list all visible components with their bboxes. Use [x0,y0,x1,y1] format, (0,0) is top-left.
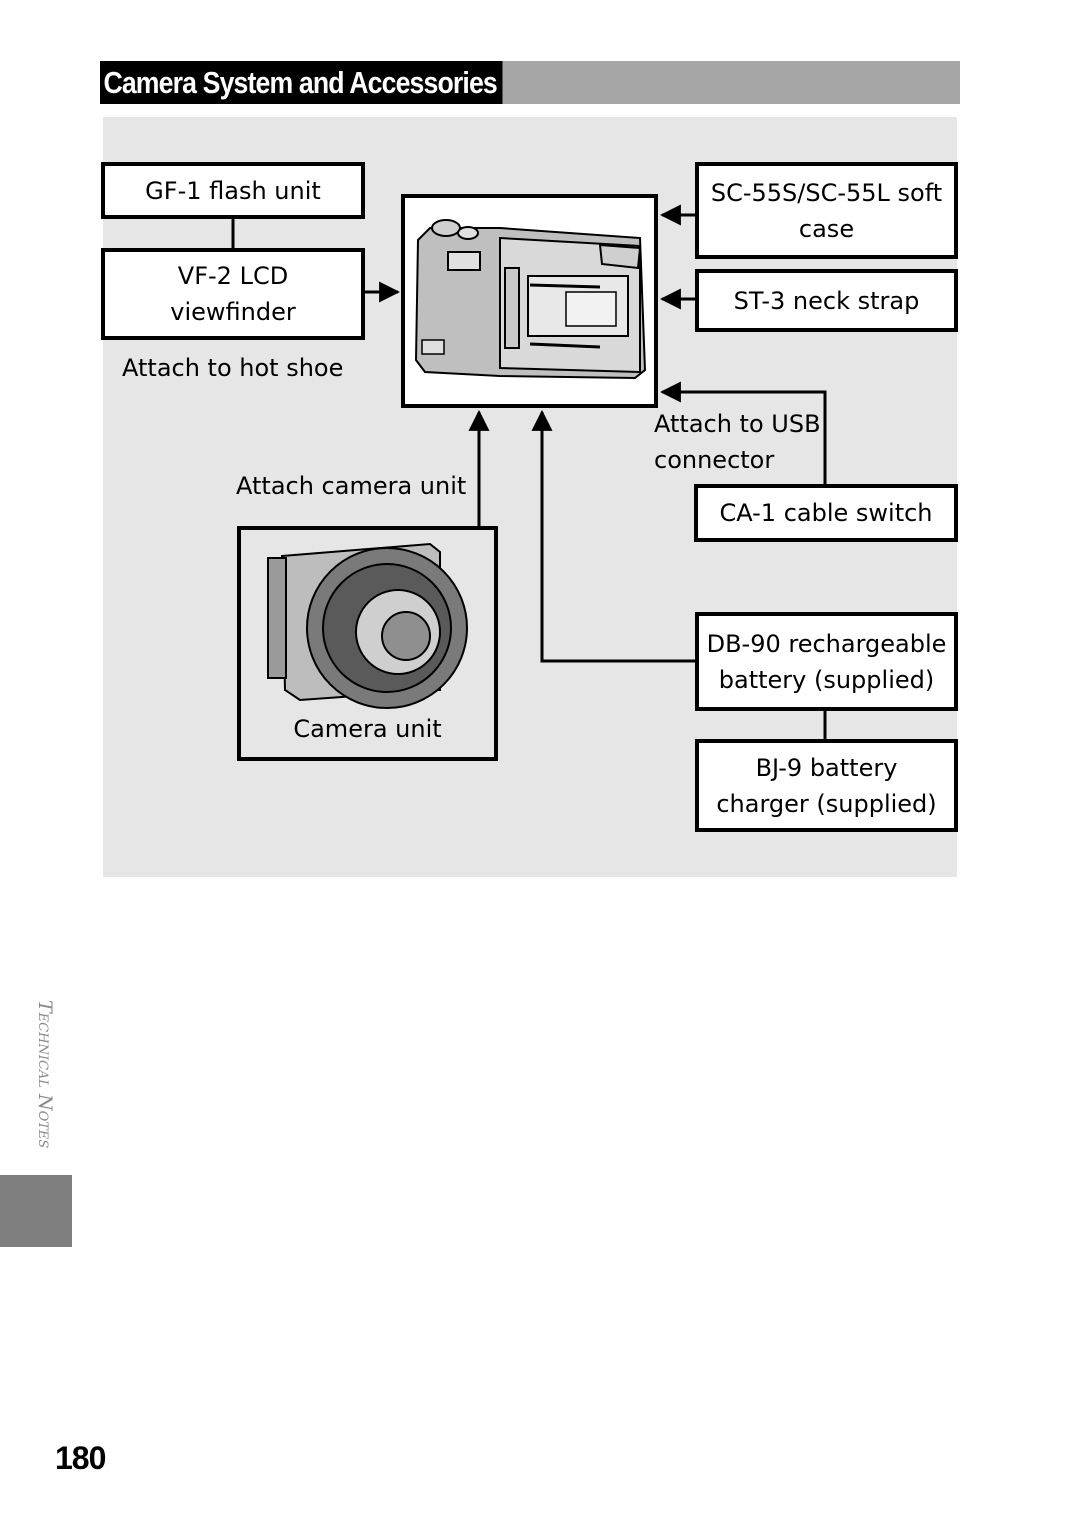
attach-camera-unit-label: Attach camera unit [236,472,467,500]
vf2-line2: viewfinder [170,298,296,326]
cable-switch-label: CA-1 cable switch [719,499,933,527]
usb-connector-label: Attach to USB connector [654,406,821,478]
usb-line2: connector [654,446,775,474]
soft-case-line1: SC-55S/SC-55L soft [710,178,943,207]
neck-strap-box: ST-3 neck strap [695,269,958,332]
cable-switch-box: CA-1 cable switch [694,484,958,542]
usb-line1: Attach to USB [654,410,821,438]
charger-line2: charger (supplied) [716,789,937,818]
section-label: Technical Notes [34,1000,56,1149]
charger-box: BJ-9 battery charger (supplied) [695,739,958,832]
neck-strap-label: ST-3 neck strap [733,286,920,315]
battery-line1: DB-90 rechargeable [706,629,947,658]
camera-unit-label: Camera unit [293,715,442,743]
soft-case-line2: case [798,214,855,243]
attach-hot-shoe-label: Attach to hot shoe [122,354,344,382]
page-title: Camera System and Accessories [100,61,503,104]
gf1-flash-label: GF-1 flash unit [145,176,321,205]
battery-line2: battery (supplied) [718,665,935,694]
page-number: 180 [55,1440,106,1476]
section-tab [0,1175,72,1247]
gf1-flash-box: GF-1 flash unit [101,162,365,219]
battery-box: DB-90 rechargeable battery (supplied) [695,612,958,711]
charger-line1: BJ-9 battery [755,753,898,782]
soft-case-box: SC-55S/SC-55L soft case [695,162,958,259]
vf2-line1: VF-2 LCD [177,262,289,290]
vf2-viewfinder-box: VF-2 LCD viewfinder [101,248,365,340]
camera-unit-box: Camera unit [237,526,498,761]
